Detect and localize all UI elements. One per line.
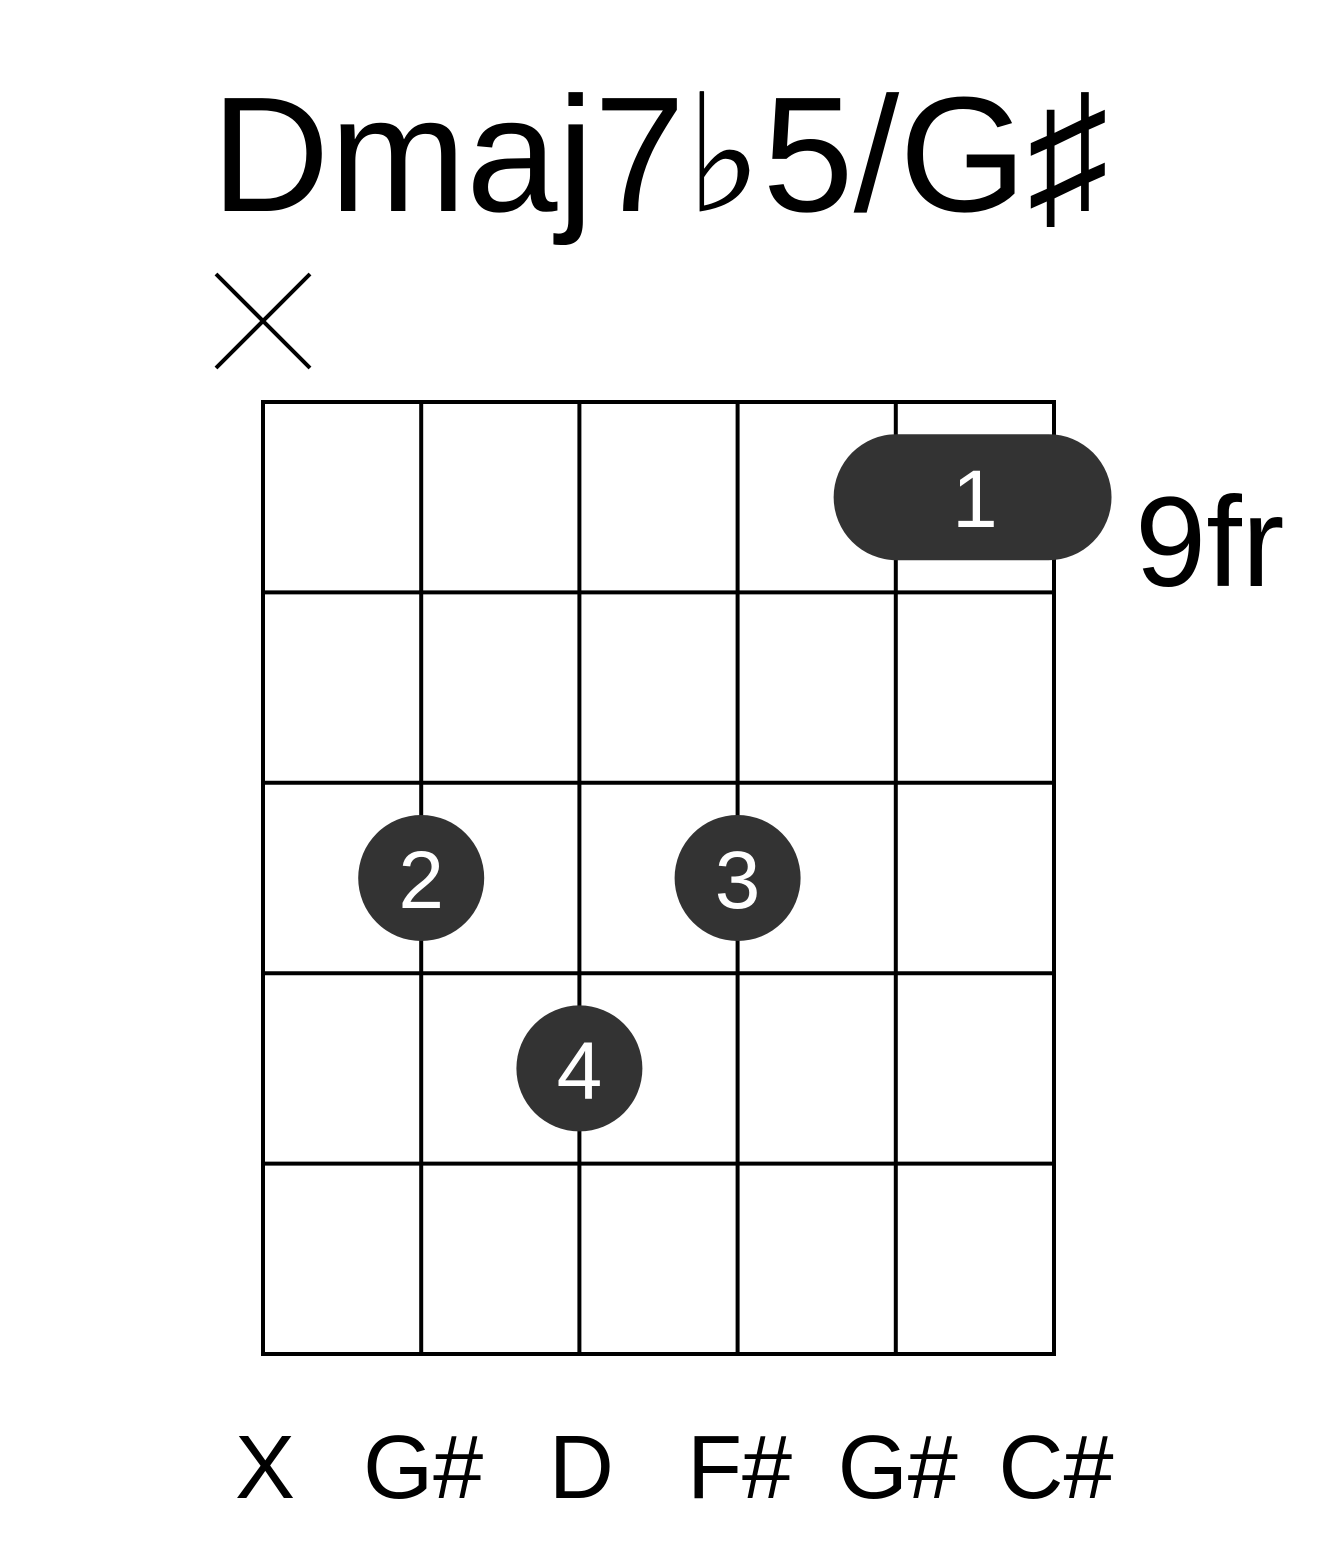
string-note-label: C# (998, 1418, 1113, 1518)
barre-shape (833, 434, 1112, 561)
string-note-label: D (549, 1418, 614, 1518)
finger-number: 3 (715, 835, 761, 926)
finger-dot-circle (358, 815, 485, 941)
fret-position-label: 9fr (1135, 471, 1284, 614)
finger-dot-circle (674, 815, 801, 941)
finger-number: 2 (398, 835, 444, 926)
finger-positions: 1 2 3 4 (358, 434, 1112, 1132)
string-notes: X G# D F# G# C# (235, 1418, 1114, 1518)
finger-dot-circle (516, 1005, 643, 1132)
fretboard-grid (261, 400, 1056, 1356)
finger-number: 1 (952, 454, 998, 545)
finger-number: 4 (557, 1025, 603, 1116)
string-note-label: G# (363, 1418, 483, 1518)
finger-dot: 3 (674, 815, 801, 941)
muted-strings (214, 272, 312, 370)
string-note-label: X (235, 1418, 295, 1518)
finger-dot: 4 (516, 1005, 643, 1132)
finger-dot: 1 (833, 434, 1112, 561)
chord-name: Dmaj7♭5/G♯ (211, 63, 1109, 246)
muted-string-icon (214, 272, 312, 370)
string-note-label: G# (838, 1418, 958, 1518)
string-note-label: F# (687, 1418, 792, 1518)
finger-dot: 2 (358, 815, 485, 941)
